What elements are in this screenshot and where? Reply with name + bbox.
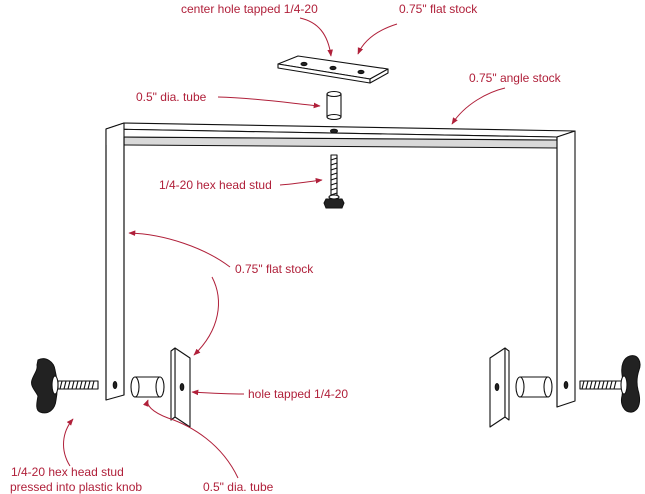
label-knob-line2: pressed into plastic knob bbox=[10, 480, 142, 494]
left-tube bbox=[130, 376, 165, 398]
angle-stock-frame bbox=[105, 122, 576, 408]
annotation-tube-bottom: 0.5" dia. tube bbox=[143, 399, 274, 494]
label-angle-stock: 0.75" angle stock bbox=[469, 71, 562, 85]
label-hex-stud-center: 1/4-20 hex head stud bbox=[159, 178, 272, 192]
top-tube bbox=[326, 90, 342, 121]
label-flat-stock-mid: 0.75" flat stock bbox=[235, 262, 314, 276]
label-hole-tapped: hole tapped 1/4-20 bbox=[248, 387, 348, 401]
right-knob-assembly bbox=[579, 355, 641, 413]
right-flat-plate bbox=[489, 347, 510, 428]
label-knob-line1: 1/4-20 hex head stud bbox=[11, 465, 124, 479]
annotation-hex-stud-center: 1/4-20 hex head stud bbox=[159, 178, 323, 192]
annotation-hole-tapped: hole tapped 1/4-20 bbox=[191, 387, 348, 401]
annotation-tube-top: 0.5" dia. tube bbox=[136, 90, 321, 109]
annotation-flat-stock-top: 0.75" flat stock bbox=[357, 2, 478, 55]
annotation-center-hole: center hole tapped 1/4-20 bbox=[181, 2, 333, 57]
label-tube-top: 0.5" dia. tube bbox=[136, 90, 207, 104]
left-flat-plate bbox=[170, 347, 191, 428]
label-tube-bottom: 0.5" dia. tube bbox=[203, 480, 274, 494]
right-tube bbox=[515, 376, 553, 398]
top-flat-stock-plate bbox=[277, 55, 389, 84]
annotation-flat-stock-mid: 0.75" flat stock bbox=[128, 230, 314, 356]
left-knob-assembly bbox=[31, 358, 99, 414]
center-hex-stud bbox=[323, 154, 345, 209]
annotation-angle-stock: 0.75" angle stock bbox=[451, 71, 562, 125]
label-center-hole: center hole tapped 1/4-20 bbox=[181, 2, 318, 16]
label-flat-stock-top: 0.75" flat stock bbox=[399, 2, 478, 16]
annotation-knob: 1/4-20 hex head stud pressed into plasti… bbox=[10, 418, 142, 494]
